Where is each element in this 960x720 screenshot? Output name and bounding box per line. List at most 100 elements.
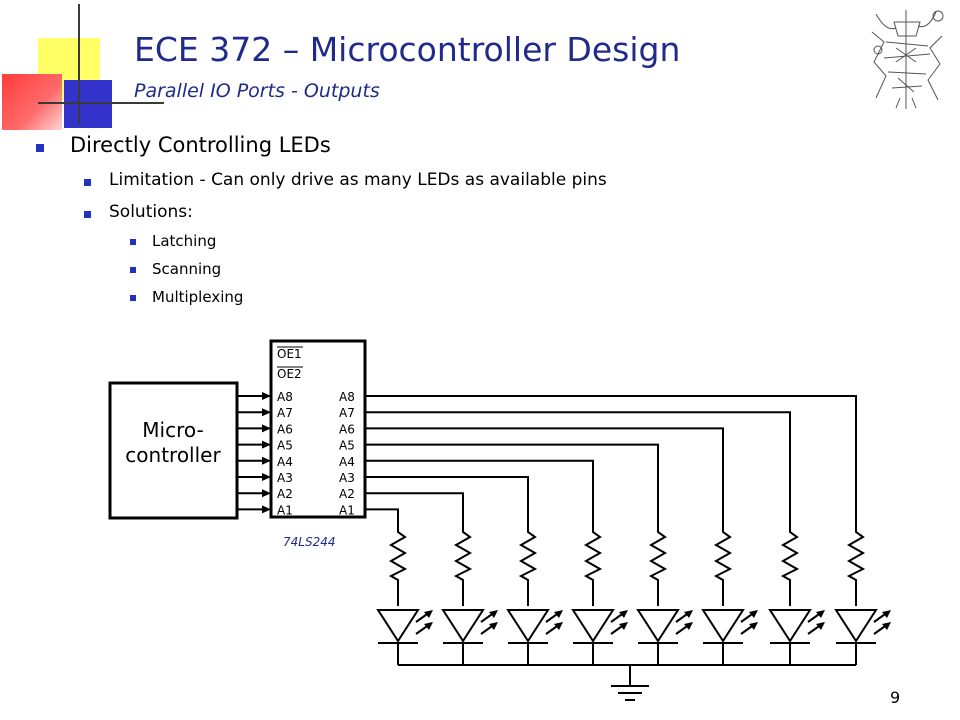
arrow-head-icon bbox=[262, 489, 271, 498]
microcontroller-label-line1: Micro- bbox=[142, 418, 203, 442]
bullet-text: Latching bbox=[152, 232, 217, 250]
resistor-icon bbox=[846, 522, 866, 606]
output-wire bbox=[365, 476, 529, 522]
chip-part-label: 74LS244 bbox=[283, 535, 335, 549]
pin-label-right: A8 bbox=[339, 390, 355, 404]
bullet-level2: Solutions: bbox=[84, 202, 193, 222]
ground-icon bbox=[611, 685, 649, 701]
arrow-head-icon bbox=[749, 610, 758, 618]
slide-subtitle: Parallel IO Ports - Outputs bbox=[134, 80, 380, 102]
accent-line-vertical bbox=[78, 4, 80, 124]
pin-label-right: A6 bbox=[339, 422, 355, 436]
resistor-icon bbox=[388, 522, 408, 606]
bullet-level3: Latching bbox=[130, 232, 217, 250]
bullet-marker-icon bbox=[130, 295, 136, 301]
arrow-head-icon bbox=[262, 456, 271, 465]
bullet-marker-icon bbox=[36, 144, 44, 152]
accent-line-horizontal bbox=[38, 102, 164, 104]
resistor-icon bbox=[648, 522, 668, 606]
pin-label-right: A2 bbox=[339, 487, 355, 501]
resistor-icon bbox=[713, 522, 733, 606]
arrow-head-icon bbox=[554, 610, 563, 618]
arrow-head-icon bbox=[424, 622, 433, 630]
input-bus bbox=[237, 392, 271, 514]
arrow-head-icon bbox=[489, 610, 498, 618]
resistor-icon bbox=[780, 522, 800, 606]
slide-title: ECE 372 – Microcontroller Design bbox=[134, 30, 681, 69]
pin-label-left: A3 bbox=[277, 471, 293, 485]
arrow-head-icon bbox=[684, 622, 693, 630]
blue-accent-square bbox=[64, 80, 112, 128]
pin-label-right: A3 bbox=[339, 471, 355, 485]
bullet-text: Directly Controlling LEDs bbox=[70, 133, 331, 157]
oe1-label: OE1 bbox=[277, 347, 302, 361]
arrow-head-icon bbox=[262, 440, 271, 449]
arrow-head-icon bbox=[262, 408, 271, 417]
bullet-marker-icon bbox=[130, 239, 136, 245]
led-icon bbox=[441, 609, 485, 643]
led-output-stages bbox=[365, 395, 891, 665]
pin-label-right: A5 bbox=[339, 439, 355, 453]
led-icon bbox=[768, 609, 812, 643]
arrow-head-icon bbox=[882, 622, 891, 630]
oe2-label: OE2 bbox=[277, 367, 302, 381]
pin-label-right: A4 bbox=[339, 455, 355, 469]
arrow-head-icon bbox=[554, 622, 563, 630]
output-wire bbox=[365, 395, 857, 522]
bullet-text: Limitation - Can only drive as many LEDs… bbox=[109, 170, 607, 190]
arrow-head-icon bbox=[882, 610, 891, 618]
bullet-level3: Scanning bbox=[130, 260, 222, 278]
arrow-head-icon bbox=[619, 622, 628, 630]
output-wire bbox=[365, 427, 724, 522]
bullet-level3: Multiplexing bbox=[130, 288, 244, 306]
pin-label-left: A1 bbox=[277, 503, 293, 517]
output-wire bbox=[365, 508, 399, 522]
microcontroller-label-line2: controller bbox=[125, 443, 221, 467]
arrow-head-icon bbox=[262, 392, 271, 400]
arrow-head-icon bbox=[619, 610, 628, 618]
output-wire bbox=[365, 443, 659, 522]
circuit-sketch-logo-icon bbox=[871, 10, 944, 109]
resistor-icon bbox=[583, 522, 603, 606]
led-icon bbox=[376, 609, 420, 643]
led-icon bbox=[571, 609, 615, 643]
led-icon bbox=[834, 609, 878, 643]
resistor-icon bbox=[518, 522, 538, 606]
arrow-head-icon bbox=[424, 610, 433, 618]
pin-label-right: A1 bbox=[339, 503, 355, 517]
pin-label-right: A7 bbox=[339, 406, 355, 420]
output-wire bbox=[365, 492, 464, 522]
pin-label-left: A6 bbox=[277, 422, 293, 436]
bullet-marker-icon bbox=[84, 211, 91, 218]
led-icon bbox=[636, 609, 680, 643]
arrow-head-icon bbox=[262, 505, 271, 514]
pin-label-left: A8 bbox=[277, 390, 293, 404]
output-wire bbox=[365, 411, 791, 522]
arrow-head-icon bbox=[489, 622, 498, 630]
led-icon bbox=[506, 609, 550, 643]
arrow-head-icon bbox=[684, 610, 693, 618]
bullet-text: Scanning bbox=[152, 260, 222, 278]
bullet-level2: Limitation - Can only drive as many LEDs… bbox=[84, 170, 607, 190]
arrow-head-icon bbox=[262, 424, 271, 433]
led-icon bbox=[701, 609, 745, 643]
bullet-text: Solutions: bbox=[109, 202, 193, 222]
bullet-level1: Directly Controlling LEDs bbox=[36, 133, 331, 157]
arrow-head-icon bbox=[262, 473, 271, 481]
bullet-text: Multiplexing bbox=[152, 288, 244, 306]
arrow-head-icon bbox=[816, 610, 825, 618]
bullet-marker-icon bbox=[130, 267, 136, 273]
pin-label-left: A4 bbox=[277, 455, 293, 469]
arrow-head-icon bbox=[749, 622, 758, 630]
pin-label-left: A2 bbox=[277, 487, 293, 501]
microcontroller-block bbox=[108, 381, 239, 520]
output-wire bbox=[365, 459, 594, 522]
page-number: 9 bbox=[890, 688, 901, 707]
resistor-icon bbox=[453, 522, 473, 606]
bullet-marker-icon bbox=[84, 179, 91, 186]
pin-label-left: A5 bbox=[277, 439, 293, 453]
arrow-head-icon bbox=[816, 622, 825, 630]
pin-label-left: A7 bbox=[277, 406, 293, 420]
